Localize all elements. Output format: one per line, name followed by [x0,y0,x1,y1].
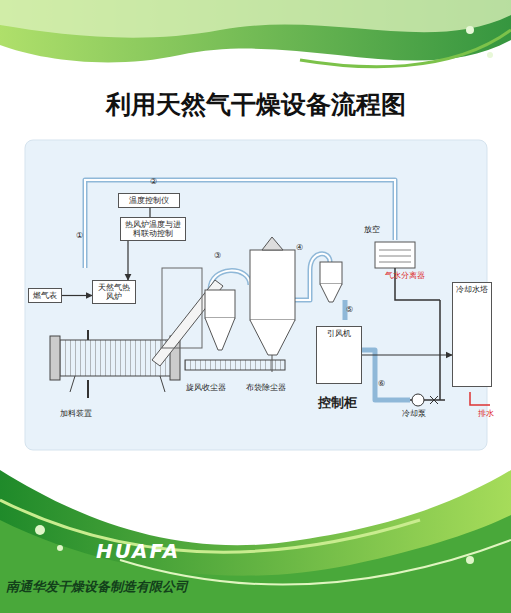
box-label: 燃气表 [32,291,58,300]
box-label: 温度控制仪 [122,196,176,205]
box-label: 引风机 [320,329,358,338]
equipment-box: 热风炉温度与进料联动控制 [120,217,186,241]
callout-number: ④ [296,244,303,253]
equipment-box: 冷却水塔 [452,282,492,387]
connector [127,241,128,280]
equipment-box: 天然气热风炉 [92,280,136,304]
connector [362,354,452,355]
equipment-box: 燃气表 [28,288,62,303]
part-label: 加料装置 [60,410,92,419]
part-label: 布袋除尘器 [246,384,286,393]
part-label: 南通华发干燥设备制造有限公司 [6,580,188,594]
box-label: 热风炉温度与进料联动控制 [124,220,182,238]
callout-number: ③ [214,252,221,261]
poster-title: 利用天然气干燥设备流程图 [0,88,511,121]
callout-number: ⑤ [346,306,353,315]
part-label: 排水 [478,410,494,419]
connector [62,295,92,296]
callout-number: ⑥ [378,380,385,389]
box-label: 冷却水塔 [456,285,488,294]
part-label: 冷却泵 [402,410,426,419]
callout-number: ② [150,178,157,187]
equipment-box: 引风机 [316,326,362,384]
box-label: 天然气热风炉 [96,283,132,301]
part-label: 放空 [364,226,380,235]
equipment-box: 温度控制仪 [118,193,180,208]
callout-number: ① [76,232,83,241]
part-label: HUAFA [96,540,180,562]
connector [149,208,150,217]
part-label: 气水分离器 [385,272,425,281]
part-label: 旋风收尘器 [186,384,226,393]
part-label: 控制柜 [318,396,357,410]
